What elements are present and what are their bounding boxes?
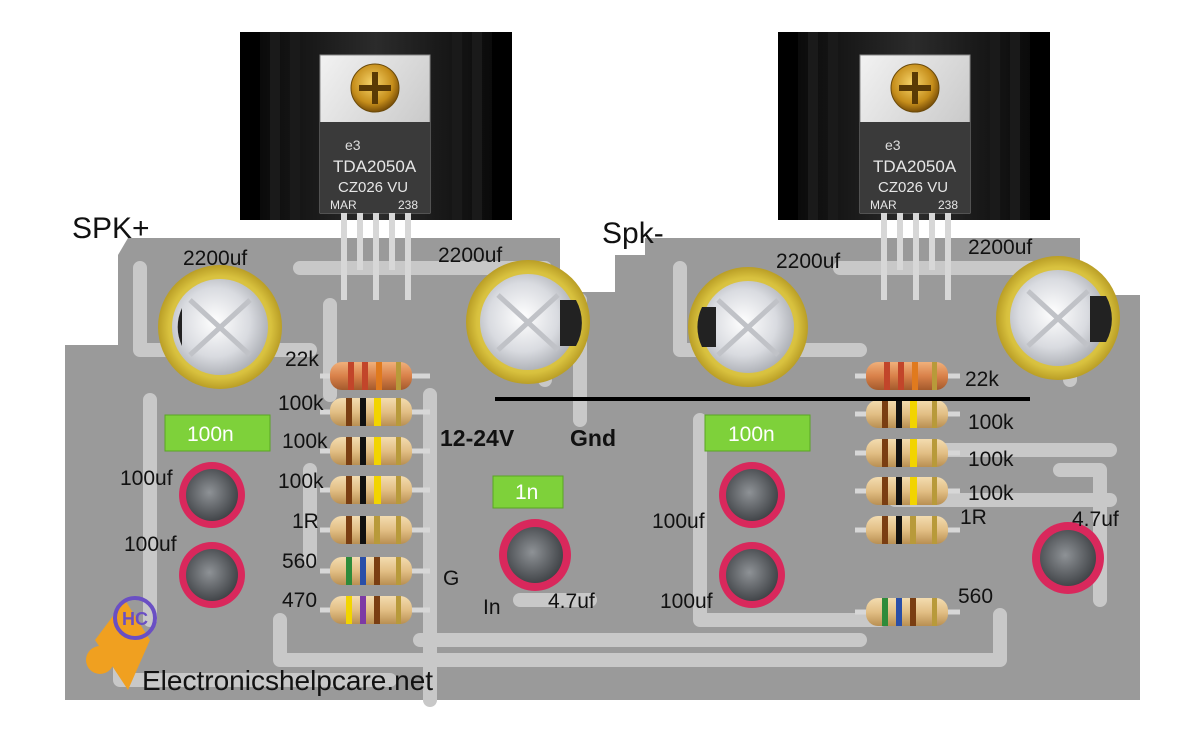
label-spk-minus: Spk- <box>602 217 664 250</box>
label-left-100k-3: 100k <box>278 470 324 493</box>
label-right-100k-2: 100k <box>968 448 1014 471</box>
resistor-560-right <box>855 598 960 626</box>
label-left-100k-1: 100k <box>278 392 324 415</box>
label-right-2200uf-b: 2200uf <box>968 236 1032 259</box>
resistor-1r-right <box>855 516 960 544</box>
cap-100uf-left-2 <box>179 542 245 608</box>
cap-100uf-right-1 <box>719 462 785 528</box>
resistor-22k-right <box>855 362 960 390</box>
resistor-1r-left <box>320 516 430 544</box>
cap-100uf-right-2 <box>719 542 785 608</box>
resistor-100k-right-2 <box>855 439 960 467</box>
label-right-100n: 100n <box>728 423 775 446</box>
film-cap-100n-right <box>704 414 811 452</box>
label-1n: 1n <box>515 481 538 504</box>
resistor-560-left <box>320 557 430 585</box>
chip-left-code: CZ026 VU <box>338 179 408 196</box>
chip-right-lot: 238 <box>938 198 958 212</box>
label-left-470: 470 <box>282 589 317 612</box>
label-left-22k: 22k <box>285 348 319 371</box>
cap-2200uf-right-b <box>996 256 1120 380</box>
chip-right-mark: e3 <box>885 137 901 153</box>
chip-left-legs <box>341 213 411 300</box>
label-spk-plus: SPK+ <box>72 212 150 245</box>
label-supply-voltage: 12-24V <box>440 425 515 451</box>
label-right-100k-1: 100k <box>968 411 1014 434</box>
cap-4-7uf-left <box>499 519 571 591</box>
label-right-100k-3: 100k <box>968 482 1014 505</box>
resistor-22k-left <box>320 362 430 390</box>
chip-right-date: MAR <box>870 198 897 212</box>
chip-left-lot: 238 <box>398 198 418 212</box>
resistor-100k-right-3 <box>855 477 960 505</box>
label-left-100n: 100n <box>187 423 234 446</box>
label-gnd: Gnd <box>570 425 616 451</box>
chip-right-legs <box>881 213 951 300</box>
cap-2200uf-right-a <box>688 267 808 387</box>
label-left-4-7uf: 4.7uf <box>548 590 595 613</box>
cap-2200uf-left-b <box>466 260 590 384</box>
film-cap-100n-left <box>164 414 271 452</box>
label-left-560: 560 <box>282 550 317 573</box>
logo-hc: HC <box>86 596 157 690</box>
resistor-100k-left-1 <box>320 398 430 426</box>
label-in: In <box>483 596 501 619</box>
chip-right-code: CZ026 VU <box>878 179 948 196</box>
chip-right-tda2050a: e3 TDA2050A CZ026 VU MAR 238 <box>859 54 971 214</box>
cap-100uf-left-1 <box>179 462 245 528</box>
label-left-100uf-1: 100uf <box>120 467 173 490</box>
label-right-2200uf-a: 2200uf <box>776 250 840 273</box>
website-label: Electronicshelpcare.net <box>142 665 433 696</box>
label-left-1r: 1R <box>292 510 319 533</box>
chip-right-part: TDA2050A <box>873 157 957 176</box>
svg-text:HC: HC <box>122 609 148 629</box>
label-g: G <box>443 567 459 590</box>
label-right-560: 560 <box>958 585 993 608</box>
label-left-2200uf-a: 2200uf <box>183 247 247 270</box>
chip-left-part: TDA2050A <box>333 157 417 176</box>
chip-left-date: MAR <box>330 198 357 212</box>
chip-left-mark: e3 <box>345 137 361 153</box>
label-left-100k-2: 100k <box>282 430 328 453</box>
label-left-100uf-2: 100uf <box>124 533 177 556</box>
film-cap-1n <box>492 475 564 509</box>
cap-4-7uf-right <box>1032 522 1104 594</box>
label-right-1r: 1R <box>960 506 987 529</box>
label-right-100uf-1: 100uf <box>652 510 705 533</box>
label-right-22k: 22k <box>965 368 999 391</box>
label-right-4-7uf: 4.7uf <box>1072 508 1119 531</box>
chip-left-tda2050a: e3 TDA2050A CZ026 VU MAR 238 <box>319 54 431 214</box>
label-right-100uf-2: 100uf <box>660 590 713 613</box>
resistor-470-left <box>320 596 430 624</box>
resistor-100k-left-3 <box>320 476 430 504</box>
label-left-2200uf-b: 2200uf <box>438 244 502 267</box>
resistor-100k-right-1 <box>855 400 960 428</box>
cap-2200uf-left-a <box>158 265 282 389</box>
resistor-100k-left-2 <box>320 437 430 465</box>
